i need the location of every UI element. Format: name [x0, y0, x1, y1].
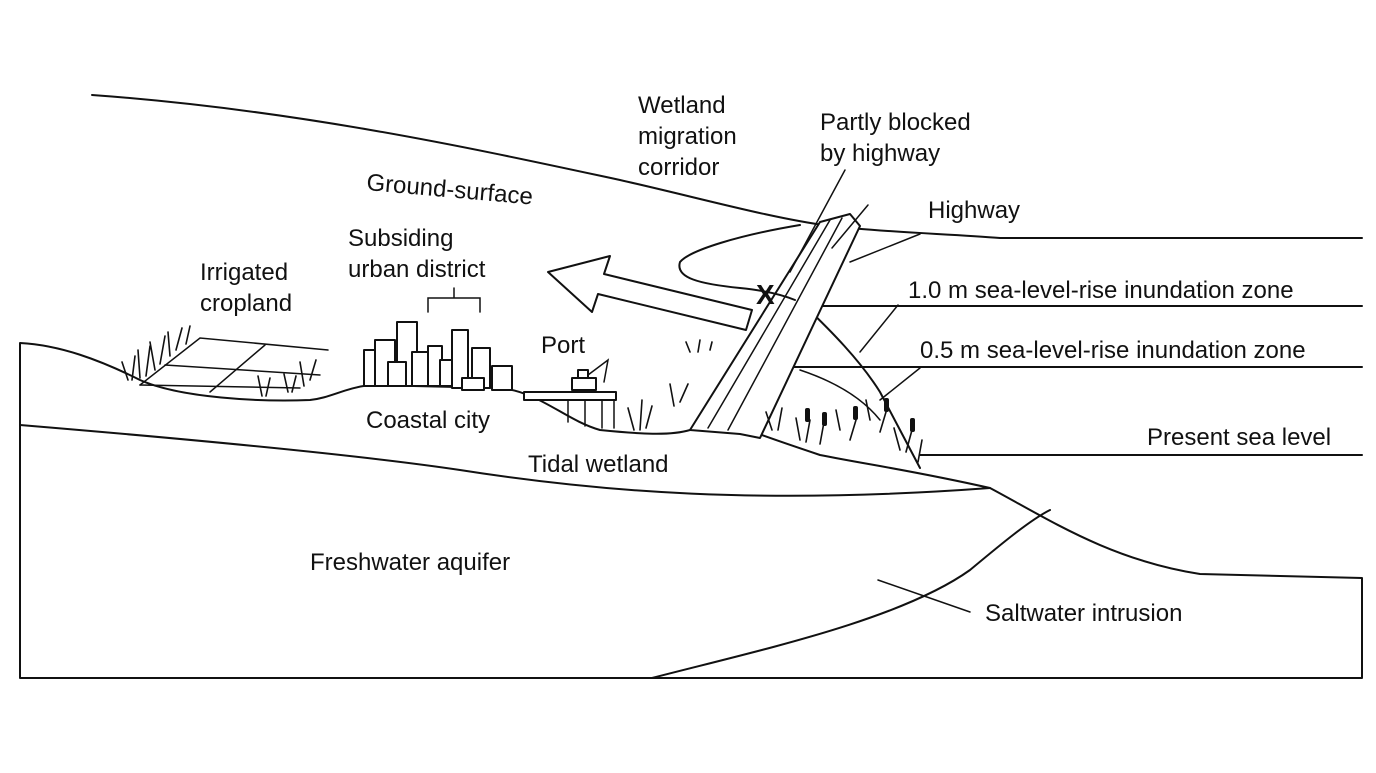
coastal-city-buildings	[363, 321, 513, 391]
highway-leader-2	[849, 233, 921, 263]
label-ground-surface: Ground-surface	[365, 169, 533, 210]
highway-embankment	[689, 213, 861, 439]
partly-blocked-leader	[789, 169, 846, 273]
slr-05m-leader	[879, 367, 921, 401]
migration-arrow	[547, 255, 753, 331]
label-wetland-line1: Wetland	[638, 92, 726, 119]
slr-1m-leader	[859, 304, 899, 353]
label-wetland-line2: migration	[638, 123, 737, 150]
port-pier	[523, 391, 617, 429]
label-subsiding-line2: urban district	[348, 256, 486, 283]
ground-surface-line	[91, 94, 1363, 239]
label-wetland-line3: corridor	[638, 154, 719, 181]
label-saltwater-intrusion: Saltwater intrusion	[985, 600, 1182, 627]
reeds-wetland	[627, 339, 923, 463]
label-coastal-city: Coastal city	[366, 407, 490, 434]
saltwater-leader	[877, 579, 971, 613]
label-partly-blocked-line1: Partly blocked	[820, 109, 971, 136]
label-freshwater-aquifer: Freshwater aquifer	[310, 549, 510, 576]
inundation-inner-curve	[799, 369, 881, 421]
label-slr-05m: 0.5 m sea-level-rise inundation zone	[920, 337, 1306, 364]
leader-lines	[789, 169, 971, 613]
cross-section-outline	[19, 342, 1363, 679]
label-irrigated-line1: Irrigated	[200, 259, 288, 286]
label-irrigated-line2: cropland	[200, 290, 292, 317]
label-port: Port	[541, 332, 585, 359]
inundation-slope	[804, 305, 921, 469]
aquifer-boundary-line	[19, 424, 991, 497]
blocked-x-marker: X	[756, 279, 775, 310]
cropland-field	[139, 337, 329, 393]
label-highway: Highway	[928, 197, 1020, 224]
label-subsiding-line1: Subsiding	[348, 225, 453, 252]
highway-leader	[831, 204, 869, 249]
reeds-cropland	[121, 325, 317, 397]
port-crane-icon	[571, 358, 610, 391]
label-tidal-wetland: Tidal wetland	[528, 451, 669, 478]
subsiding-bracket	[427, 287, 481, 313]
label-slr-1m: 1.0 m sea-level-rise inundation zone	[908, 277, 1294, 304]
label-present-sea-level: Present sea level	[1147, 424, 1331, 451]
saltwater-interface-line	[651, 509, 1051, 679]
label-partly-blocked-line2: by highway	[820, 140, 940, 167]
migration-corridor-curve	[678, 224, 801, 301]
